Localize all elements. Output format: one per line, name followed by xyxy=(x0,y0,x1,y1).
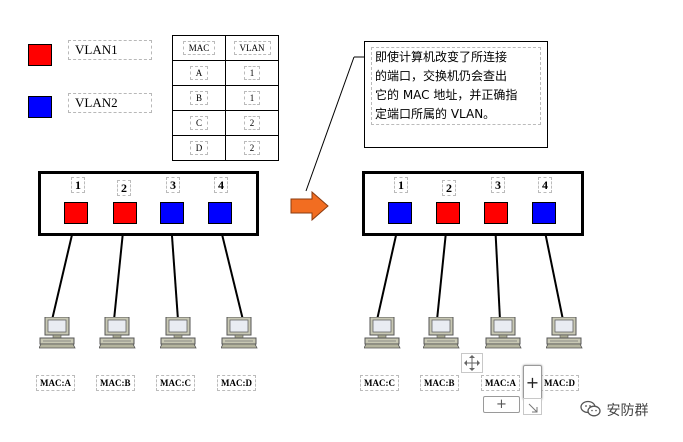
left-port-2-vlan1 xyxy=(113,202,137,224)
callout-pointer xyxy=(305,56,355,192)
left-port-4-vlan2 xyxy=(208,202,232,224)
right-port-number-1: 1 xyxy=(394,177,408,193)
computer-icon xyxy=(39,317,76,349)
left-port-3-vlan2 xyxy=(160,202,184,224)
computer-icon xyxy=(364,317,401,349)
transition-arrow-icon xyxy=(290,191,329,221)
right-port-2-vlan1 xyxy=(436,202,460,224)
cable-left-4 xyxy=(218,221,244,321)
add-button-vertical[interactable]: + xyxy=(523,365,542,400)
right-port-number-2: 2 xyxy=(442,180,456,196)
cable-left-1 xyxy=(51,221,76,321)
right-port-number-4: 4 xyxy=(538,177,552,193)
left-host-label-3: MAC:C xyxy=(156,375,195,391)
right-host-label-1: MAC:C xyxy=(360,375,399,391)
move-arrows-icon xyxy=(464,355,480,371)
note-line: 定端口所属的 VLAN。 xyxy=(375,107,496,121)
table-cell-vlan: 1 xyxy=(243,91,261,105)
left-port-1-vlan1 xyxy=(64,202,88,224)
right-host-label-2: MAC:B xyxy=(420,375,459,391)
note-box: 即使计算机改变了所连接 的端口，交换机仍会查出 它的 MAC 地址，并正确指 定… xyxy=(364,41,548,148)
note-line: 它的 MAC 地址，并正确指 xyxy=(375,88,518,102)
table-header-vlan: VLAN xyxy=(233,41,271,55)
note-line: 的端口，交换机仍会查出 xyxy=(375,69,508,83)
right-port-1-vlan2 xyxy=(388,202,412,224)
computer-icon xyxy=(221,317,258,349)
table-header-mac: MAC xyxy=(182,41,216,55)
legend-swatch-vlan1 xyxy=(28,44,52,66)
left-port-number-3: 3 xyxy=(166,177,180,193)
right-port-number-3: 3 xyxy=(491,177,505,193)
left-port-number-4: 4 xyxy=(214,177,228,193)
cable-right-2 xyxy=(436,221,448,321)
legend-swatch-vlan2 xyxy=(28,96,52,118)
computer-icon xyxy=(99,317,136,349)
resize-corner-icon xyxy=(528,403,537,413)
add-button-horizontal[interactable]: + xyxy=(483,396,520,413)
computer-icon xyxy=(160,317,197,349)
left-port-number-1: 1 xyxy=(71,177,85,193)
table-cell-vlan: 2 xyxy=(243,141,261,155)
computer-icon xyxy=(423,317,460,349)
cable-right-4 xyxy=(542,221,564,321)
right-port-3-vlan1 xyxy=(484,202,508,224)
table-cell-mac: D xyxy=(189,141,209,155)
table-cell-vlan: 1 xyxy=(243,66,261,80)
wechat-icon xyxy=(580,400,601,417)
cable-right-1 xyxy=(376,221,400,321)
move-handle[interactable] xyxy=(461,353,483,373)
table-row: C 2 xyxy=(172,110,279,136)
computer-icon xyxy=(546,317,583,349)
watermark-text: 安防群 xyxy=(606,403,649,419)
table-cell-mac: C xyxy=(189,116,208,130)
legend-label-vlan2: VLAN2 xyxy=(68,93,152,113)
left-port-number-2: 2 xyxy=(117,180,131,196)
table-cell-mac: A xyxy=(189,66,209,80)
note-text: 即使计算机改变了所连接 的端口，交换机仍会查出 它的 MAC 地址，并正确指 定… xyxy=(371,47,541,125)
legend-label-vlan1: VLAN1 xyxy=(68,40,152,60)
cable-left-2 xyxy=(113,221,125,321)
watermark: 安防群 xyxy=(580,400,648,420)
table-row: A 1 xyxy=(172,60,279,86)
cable-left-3 xyxy=(170,221,179,321)
table-row: D 2 xyxy=(172,135,279,161)
table-row: B 1 xyxy=(172,85,279,111)
cable-right-3 xyxy=(494,221,501,321)
table-cell-vlan: 2 xyxy=(243,116,261,130)
resize-handle[interactable] xyxy=(523,398,542,415)
note-line: 即使计算机改变了所连接 xyxy=(375,50,508,64)
right-port-4-vlan2 xyxy=(532,202,556,224)
right-host-label-4: MAC:D xyxy=(540,375,579,391)
left-host-label-4: MAC:D xyxy=(217,375,256,391)
left-host-label-1: MAC:A xyxy=(36,375,75,391)
mac-vlan-table: MAC VLAN A 1 B 1 C 2 D 2 xyxy=(172,35,279,161)
table-cell-mac: B xyxy=(189,91,208,105)
computer-icon xyxy=(485,317,522,349)
right-host-label-3: MAC:A xyxy=(481,375,520,391)
left-host-label-2: MAC:B xyxy=(96,375,135,391)
